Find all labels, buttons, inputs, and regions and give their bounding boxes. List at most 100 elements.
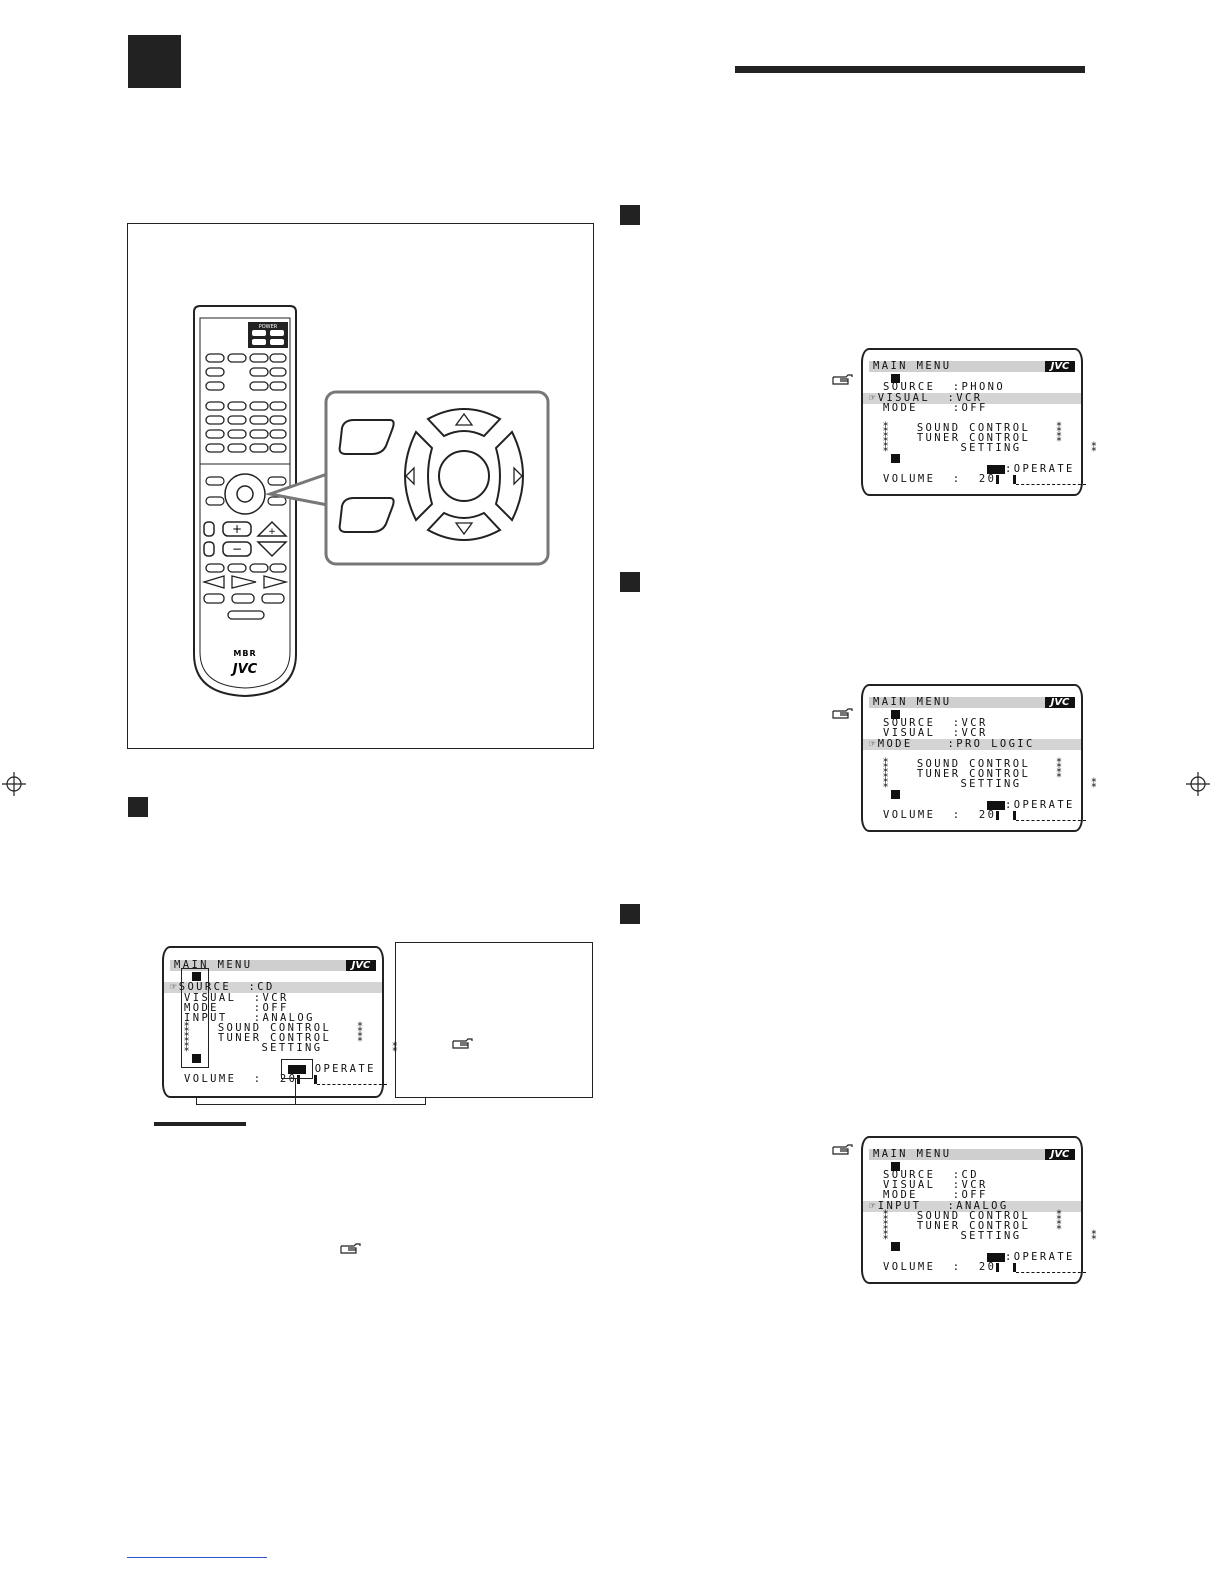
- jvc-logo: JVC: [1045, 697, 1075, 708]
- svg-text:+: +: [232, 522, 242, 536]
- menu-item-source: SOURCE: [883, 381, 936, 393]
- menu-value-mode: :PRO LOGIC: [947, 738, 1035, 750]
- submenu-setting: SETTING: [960, 442, 1022, 454]
- submenu-setting: SETTING: [261, 1042, 323, 1054]
- step-marker-1: [620, 205, 640, 225]
- menu-value-input: :ANALOG: [947, 1200, 1009, 1212]
- menu-item-input: INPUT: [877, 1200, 922, 1212]
- menu-item-mode: MODE: [883, 1189, 918, 1201]
- submenu-sound-control: SOUND CONTROL: [916, 1210, 1031, 1222]
- left-right-arrow-icon: [288, 1064, 306, 1074]
- reference-hand-icon: [832, 1144, 853, 1155]
- menu-value-source: :VCR: [952, 717, 988, 729]
- heading-rule: [735, 66, 1085, 73]
- jvc-logo: JVC: [1045, 1149, 1075, 1160]
- power-label: POWER: [259, 324, 278, 330]
- pointer-hand-icon: ☞: [869, 392, 878, 404]
- menu-value-visual: :VCR: [253, 992, 289, 1004]
- menu-item-input: INPUT: [184, 1012, 228, 1024]
- jvc-logo: JVC: [1045, 361, 1075, 372]
- callout-line: [196, 1104, 426, 1105]
- reference-hand-icon: [340, 1243, 361, 1254]
- step-marker-3: [620, 904, 640, 924]
- volume-readout: VOLUME : 20: [184, 1073, 298, 1085]
- pointer-hand-icon: ☞: [869, 738, 878, 750]
- down-arrow-icon: [891, 790, 900, 799]
- menu-value-visual: :VCR: [952, 727, 988, 739]
- reference-hand-icon: [832, 708, 853, 719]
- menu-item-mode: MODE: [883, 402, 918, 414]
- down-arrow-icon: [891, 454, 900, 463]
- submenu-sound-control: SOUND CONTROL: [916, 422, 1031, 434]
- remote-illustration-panel: POWER + − +: [127, 223, 594, 749]
- footer-link-rule: [127, 1557, 267, 1558]
- operate-hint: :OPERATE: [1005, 1251, 1075, 1263]
- menu-item-mode: MODE: [877, 738, 913, 750]
- up-arrow-icon: [891, 710, 900, 719]
- menu-value-mode: :OFF: [253, 1002, 289, 1014]
- up-arrow-icon: [891, 374, 900, 383]
- callout-line: [425, 1098, 426, 1105]
- menu-item-visual: VISUAL: [883, 727, 936, 739]
- up-arrow-icon: [891, 1162, 900, 1171]
- svg-text:+: +: [268, 527, 276, 537]
- operate-hint: :OPERATE: [1005, 799, 1075, 811]
- volume-readout: VOLUME : 20: [883, 473, 997, 485]
- volume-bar: [996, 810, 1017, 820]
- osd-header: MAIN MENU: [873, 696, 952, 708]
- up-arrow-icon: [192, 972, 201, 981]
- submenu-sound-control: SOUND CONTROL: [916, 758, 1031, 770]
- menu-value-source: :CD: [952, 1169, 979, 1181]
- operate-hint: :OPERATE: [1005, 463, 1075, 475]
- osd-header: MAIN MENU: [873, 360, 952, 372]
- menu-item-visual: VISUAL: [877, 392, 931, 404]
- menu-value-source: :PHONO: [952, 381, 1006, 393]
- submenu-tuner-control: TUNER CONTROL: [916, 1220, 1031, 1232]
- annotation-operate-box: [281, 1059, 313, 1079]
- pointer-hand-icon: ☞: [170, 981, 179, 993]
- submenu-setting: SETTING: [960, 1230, 1022, 1242]
- osd-header: MAIN MENU: [873, 1148, 952, 1160]
- note-heading-rule: [154, 1122, 246, 1126]
- submenu-tuner-control: TUNER CONTROL: [217, 1032, 332, 1044]
- operate-hint: OPERATE: [314, 1063, 376, 1075]
- remote-logo-small: MBR: [233, 649, 256, 658]
- volume-bar: [996, 474, 1017, 484]
- annotation-arrow-column-box: [181, 968, 209, 1068]
- submenu-tuner-control: TUNER CONTROL: [916, 432, 1031, 444]
- left-right-arrow-icon: [987, 1252, 1005, 1262]
- menu-value-visual: :VCR: [947, 392, 983, 404]
- menu-item-visual: VISUAL: [883, 1179, 936, 1191]
- step-marker-2: [620, 572, 640, 592]
- menu-item-source: SOURCE: [883, 1169, 936, 1181]
- menu-item-mode: MODE: [184, 1002, 219, 1014]
- menu-item-source: SOURCE: [883, 717, 936, 729]
- remote-illustration: POWER + − +: [193, 305, 550, 698]
- down-arrow-icon: [192, 1054, 201, 1063]
- down-arrow-icon: [891, 1242, 900, 1251]
- svg-text:−: −: [232, 542, 242, 556]
- volume-readout: VOLUME : 20: [883, 809, 997, 821]
- submenu-setting: SETTING: [960, 778, 1022, 790]
- submenu-sound-control: SOUND CONTROL: [217, 1022, 332, 1034]
- left-right-arrow-icon: [987, 464, 1005, 474]
- volume-readout: VOLUME : 20: [883, 1261, 997, 1273]
- reference-hand-icon: [832, 374, 853, 385]
- section-marker: [128, 35, 181, 88]
- jvc-logo: JVC: [346, 960, 376, 971]
- step-marker-left: [128, 797, 148, 817]
- menu-value-mode: :OFF: [952, 402, 988, 414]
- osd-screen-2: MAIN MENU JVC SOURCE :VCR VISUAL :VCR ☞MO…: [861, 684, 1097, 832]
- registration-mark: [1186, 772, 1210, 796]
- callout-line: [196, 1098, 197, 1104]
- menu-value-source: :CD: [248, 981, 275, 993]
- left-right-arrow-icon: [987, 800, 1005, 810]
- menu-value-mode: :OFF: [952, 1189, 988, 1201]
- reference-hand-icon: [452, 1038, 473, 1049]
- menu-item-source: SOURCE: [178, 981, 232, 993]
- remote-brand: JVC: [230, 662, 258, 677]
- volume-bar: [297, 1074, 318, 1084]
